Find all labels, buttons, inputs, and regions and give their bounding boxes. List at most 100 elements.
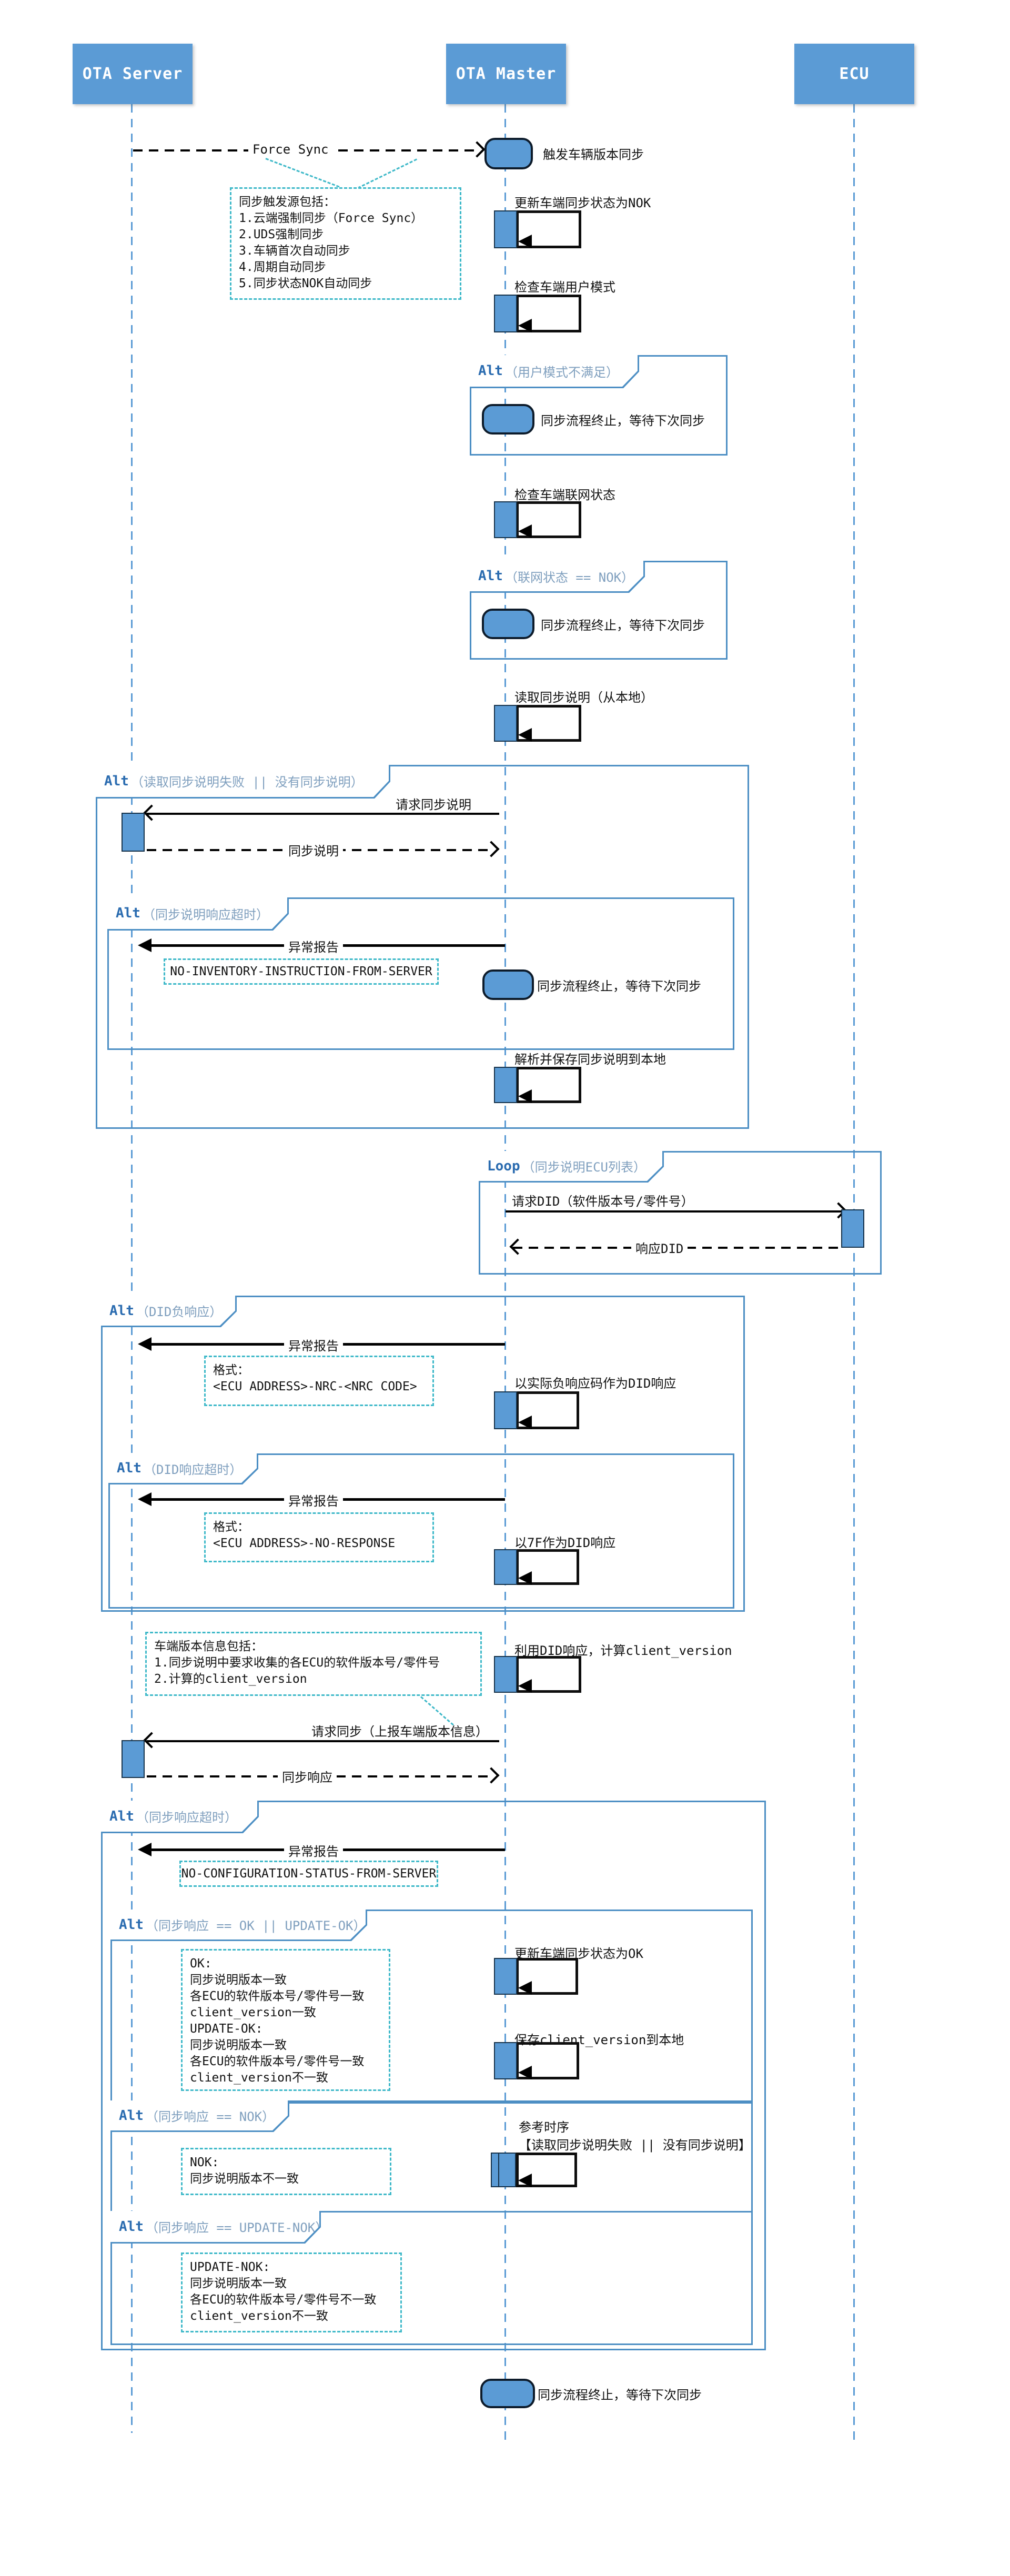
self-call-label: 解析并保存同步说明到本地 — [514, 1052, 666, 1067]
note-no-configuration-status: NO-CONFIGURATION-STATUS-FROM-SERVER — [179, 1861, 438, 1887]
participant-label: OTA Server — [82, 65, 183, 83]
arrowhead-filled-left-icon — [518, 524, 532, 538]
frame-keyword: Alt — [117, 1460, 142, 1476]
note-sync-trigger-sources: 同步触发源包括： 1.云端强制同步（Force Sync） 2.UDS强制同步 … — [230, 187, 461, 300]
self-call-label: 检查车端联网状态 — [514, 488, 615, 502]
arrowhead-left-icon — [143, 1732, 160, 1749]
activation-bar-server — [122, 813, 145, 852]
note-nok: NOK: 同步说明版本不一致 — [181, 2148, 391, 2195]
frame-alt-sync-update-nok — [110, 2211, 753, 2345]
self-call-label: 以实际负响应码作为DID响应 — [514, 1376, 676, 1391]
activation-bar-master — [494, 1656, 517, 1693]
frame-label: Alt（同步说明响应超时） — [107, 897, 289, 931]
frame-alt-did-timeout — [108, 1453, 734, 1609]
message-label: 同步说明 — [284, 841, 343, 859]
frame-condition: （同步响应 == NOK） — [145, 2109, 275, 2124]
activation-bar-server — [122, 1740, 145, 1778]
activation-bar-master — [494, 1391, 517, 1429]
self-call-loop — [516, 2153, 577, 2187]
frame-label: Alt（用户模式不满足） — [470, 355, 639, 388]
participant-label: ECU — [839, 65, 870, 83]
self-call-label: 保存client_version到本地 — [514, 2033, 684, 2047]
frame-keyword: Alt — [119, 1916, 144, 1933]
frame-condition: （同步说明ECU列表） — [522, 1160, 646, 1175]
arrowhead-filled-left-icon — [518, 2174, 532, 2187]
note-ok-update-ok: OK: 同步说明版本一致 各ECU的软件版本号/零件号一致 client_ver… — [181, 1949, 390, 2091]
frame-keyword: Alt — [109, 1808, 134, 1824]
message-label: 异常报告 — [284, 1336, 343, 1354]
note-nrc-format: 格式： <ECU ADDRESS>-NRC-<NRC CODE> — [204, 1356, 434, 1406]
frame-label: Alt（联网状态 == NOK） — [470, 561, 645, 593]
frame-condition: （同步说明响应超时） — [142, 907, 269, 922]
frame-loop-ecu-list — [479, 1151, 882, 1275]
arrowhead-filled-left-icon — [138, 1337, 152, 1351]
activation-bar-ecu — [841, 1209, 864, 1248]
frame-alt-sync-timeout — [101, 1801, 766, 2350]
terminator-end — [482, 404, 534, 435]
frame-keyword: Alt — [478, 363, 503, 379]
frame-label: Alt（读取同步说明失败 || 没有同步说明） — [96, 765, 390, 799]
arrowhead-filled-left-icon — [518, 1679, 532, 1693]
arrowhead-filled-left-icon — [518, 2066, 532, 2079]
frame-alt-sync-ok — [110, 1910, 753, 2104]
activation-bar-master-nested — [498, 2153, 516, 2187]
frame-label: Alt（DID响应超时） — [108, 1453, 258, 1484]
activation-bar-master — [494, 210, 517, 248]
frame-keyword: Alt — [104, 773, 129, 789]
frame-alt-instruction-timeout — [107, 897, 734, 1050]
activation-bar-master — [494, 1549, 517, 1585]
activation-bar-master — [494, 1067, 517, 1103]
activation-bar-master — [494, 1958, 517, 1995]
arrowhead-filled-left-icon — [138, 938, 152, 952]
terminator-label: 触发车辆版本同步 — [543, 147, 644, 162]
message-label: 异常报告 — [284, 1841, 343, 1860]
note-no-response-format: 格式： <ECU ADDRESS>-NO-RESPONSE — [204, 1512, 434, 1562]
note-update-nok: UPDATE-NOK: 同步说明版本一致 各ECU的软件版本号/零件号不一致 c… — [181, 2252, 402, 2332]
frame-label: Alt（同步响应 == NOK） — [110, 2100, 289, 2132]
lifeline-ota-master — [504, 104, 506, 2441]
self-call-label: 更新车端同步状态为NOK — [514, 196, 651, 210]
message-line-request-did — [506, 1210, 841, 1213]
note-client-version-info: 车端版本信息包括： 1.同步说明中要求收集的各ECU的软件版本号/零件号 2.计… — [145, 1632, 482, 1696]
lifeline-ota-server — [131, 104, 133, 2433]
message-label: 响应DID — [631, 1238, 688, 1257]
frame-keyword: Alt — [119, 2107, 144, 2124]
message-label: 请求同步（上报车端版本信息） — [311, 1724, 488, 1739]
arrowhead-filled-left-icon — [518, 1981, 532, 1995]
frame-label: Alt（DID负响应） — [101, 1296, 237, 1327]
frame-condition: （联网状态 == NOK） — [504, 570, 634, 585]
message-label: 异常报告 — [284, 937, 343, 955]
note-no-inventory-instruction: NO-INVENTORY-INSTRUCTION-FROM-SERVER — [164, 958, 439, 985]
self-call-label: 读取同步说明（从本地） — [514, 690, 653, 705]
frame-alt-read-instruction-fail — [96, 765, 749, 1129]
terminator-label: 同步流程终止，等待下次同步 — [538, 2388, 702, 2402]
activation-bar-master — [494, 705, 517, 742]
self-call-label: 更新车端同步状态为OK — [514, 1946, 643, 1961]
frame-label: Alt（同步响应 == OK || UPDATE-OK） — [110, 1910, 367, 1941]
frame-label: Loop（同步说明ECU列表） — [479, 1151, 664, 1183]
self-call-label: 参考时序 — [519, 2120, 569, 2135]
activation-bar-master — [494, 295, 517, 332]
arrowhead-right-icon — [469, 141, 486, 158]
note-connector — [357, 158, 418, 189]
arrowhead-filled-left-icon — [518, 1089, 532, 1103]
frame-keyword: Alt — [109, 1302, 134, 1319]
arrowhead-filled-left-icon — [518, 1416, 532, 1429]
self-call-label: 以7F作为DID响应 — [514, 1536, 616, 1550]
arrowhead-filled-left-icon — [138, 1492, 152, 1506]
terminator-end — [482, 969, 534, 1000]
self-call-label: 检查车端用户模式 — [514, 280, 615, 295]
frame-label: Alt（同步响应超时） — [101, 1801, 259, 1833]
frame-condition: （同步响应 == UPDATE-NOK） — [145, 2220, 328, 2235]
terminator-label: 同步流程终止，等待下次同步 — [537, 979, 701, 994]
lifeline-ecu — [853, 104, 855, 2441]
message-label: 异常报告 — [284, 1491, 343, 1509]
participant-ota-master: OTA Master — [446, 44, 566, 104]
arrowhead-filled-left-icon — [518, 319, 532, 332]
self-call-label: 利用DID响应，计算client_version — [514, 1643, 732, 1658]
frame-keyword: Alt — [478, 568, 503, 584]
message-label: Force Sync — [248, 142, 333, 157]
note-connector — [265, 158, 340, 188]
frame-keyword: Loop — [487, 1158, 520, 1174]
